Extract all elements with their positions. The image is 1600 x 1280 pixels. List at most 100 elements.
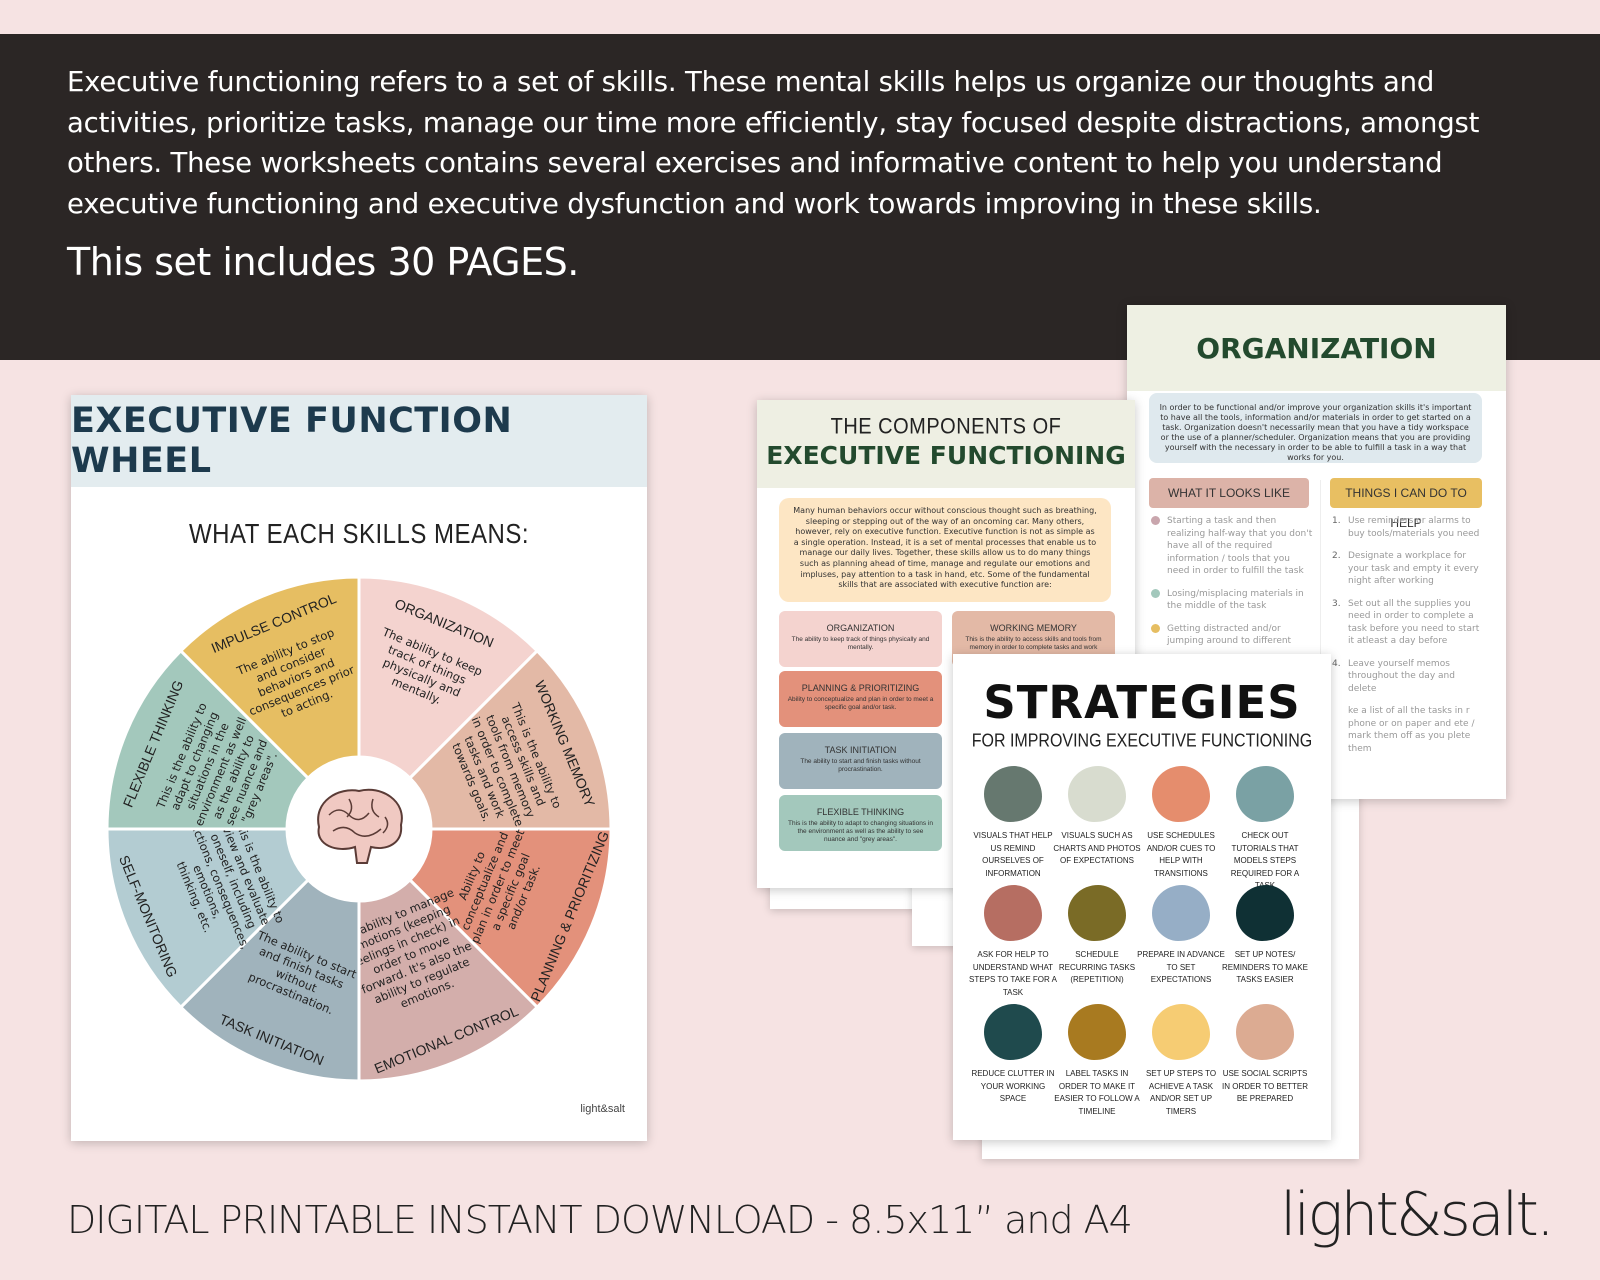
wheel-segment — [357, 577, 540, 781]
executive-function-wheel-page: EXECUTIVE FUNCTION WHEEL WHAT EACH SKILL… — [71, 395, 647, 1141]
wheel-segment — [407, 648, 611, 831]
components-intro: Many human behaviors occur without consc… — [779, 498, 1111, 602]
help-item-number: 1. — [1332, 516, 1341, 526]
help-item: ke a list of all the tasks in r phone or… — [1330, 705, 1485, 755]
bullet-dot-icon — [1151, 588, 1160, 598]
organization-title: ORGANIZATION — [1196, 331, 1437, 365]
color-blob-icon — [1152, 1004, 1210, 1060]
component-tile: PLANNING & PRIORITIZING Ability to concep… — [779, 671, 942, 727]
strategy-label: USE SCHEDULES AND/OR CUES TO HELP WITH T… — [1146, 831, 1216, 878]
color-blob-icon — [1068, 885, 1126, 941]
component-tile-heading: WORKING MEMORY — [990, 623, 1077, 633]
strategy-label: LABEL TASKS IN ORDER TO MAKE IT EASIER T… — [1054, 1069, 1140, 1116]
help-item-number: 2. — [1332, 551, 1341, 561]
looks-like-text: Losing/misplacing materials in the middl… — [1167, 588, 1304, 612]
components-header: THE COMPONENTS OF EXECUTIVE FUNCTIONING — [757, 400, 1135, 488]
page-count-text: This set includes 30 PAGES. — [67, 240, 579, 284]
color-blob-icon — [1236, 1004, 1294, 1060]
looks-like-item: Getting distracted and/or jumping around… — [1149, 623, 1315, 648]
wheel-title: EXECUTIVE FUNCTION WHEEL — [71, 401, 513, 481]
strategy-item: PREPARE IN ADVANCE TO SET EXPECTATIONS — [1136, 885, 1226, 987]
help-item-text: Use reminders or alarms to buy tools/mat… — [1348, 516, 1480, 539]
strategies-subtitle: FOR IMPROVING EXECUTIVE FUNCTIONING — [971, 731, 1313, 752]
strategy-item: USE SOCIAL SCRIPTS IN ORDER TO BETTER BE… — [1220, 1004, 1310, 1106]
looks-like-text: Starting a task and then realizing half-… — [1167, 516, 1313, 576]
strategy-label: ASK FOR HELP TO UNDERSTAND WHAT STEPS TO… — [969, 950, 1057, 997]
component-tile-description: Ability to conceptualize and plan in ord… — [787, 696, 934, 711]
things-i-can-do-header: THINGS I CAN DO TO HELP — [1330, 478, 1482, 530]
wheel-header: EXECUTIVE FUNCTION WHEEL — [71, 395, 647, 487]
organization-intro: In order to be functional and/or improve… — [1149, 393, 1482, 463]
column-divider — [1320, 480, 1321, 740]
help-item-text: Leave yourself memos throughout the day … — [1348, 658, 1455, 694]
help-item: 1. Use reminders or alarms to buy tools/m… — [1330, 515, 1485, 540]
component-tile-heading: TASK INITIATION — [824, 745, 897, 755]
components-title-main: EXECUTIVE FUNCTIONING — [766, 441, 1126, 470]
component-tile-description: The ability to start and finish tasks wi… — [800, 758, 921, 773]
color-blob-icon — [984, 766, 1042, 822]
strategy-label: CHECK OUT TUTORIALS THAT MODELS STEPS RE… — [1230, 831, 1300, 890]
color-blob-icon — [1236, 766, 1294, 822]
color-blob-icon — [1236, 885, 1294, 941]
looks-like-text: Getting distracted and/or jumping around… — [1167, 623, 1292, 647]
strategy-label: SCHEDULE RECURRING TASKS (REPETITION) — [1058, 950, 1136, 984]
strategy-item: SET UP STEPS TO ACHIEVE A TASK AND/OR SE… — [1136, 1004, 1226, 1118]
bullet-dot-icon — [1151, 516, 1160, 525]
wheel-segment — [107, 827, 311, 1010]
component-tile-heading: ORGANIZATION — [826, 623, 895, 633]
color-blob-icon — [1152, 766, 1210, 822]
strategy-item: REDUCE CLUTTER IN YOUR WORKING SPACE — [968, 1004, 1058, 1106]
wheel-segment — [107, 648, 311, 831]
help-item-number: 4. — [1332, 658, 1341, 669]
wheel-segment — [178, 577, 361, 781]
wheel-segment — [178, 877, 361, 1081]
component-tile-heading: PLANNING & PRIORITIZING — [801, 683, 920, 693]
component-tile: TASK INITIATION The ability to start and … — [779, 733, 942, 789]
footer-tagline: DIGITAL PRINTABLE INSTANT DOWNLOAD - 8.5… — [67, 1198, 1133, 1242]
wheel-logo: light&salt — [580, 1103, 625, 1115]
help-item-text: Set out all the supplies you need in ord… — [1348, 598, 1480, 647]
color-blob-icon — [1068, 1004, 1126, 1060]
color-blob-icon — [984, 885, 1042, 941]
looks-like-item: Starting a task and then realizing half-… — [1149, 515, 1315, 578]
strategy-item: VISUALS SUCH AS CHARTS AND PHOTOS OF EXP… — [1052, 766, 1142, 868]
strategy-label: VISUALS THAT HELP US REMIND OURSELVES OF… — [973, 831, 1053, 878]
strategy-label: VISUALS SUCH AS CHARTS AND PHOTOS OF EXP… — [1053, 831, 1141, 865]
strategy-item: ASK FOR HELP TO UNDERSTAND WHAT STEPS TO… — [968, 885, 1058, 999]
help-item-text: ke a list of all the tasks in r phone or… — [1348, 706, 1475, 754]
wheel-subtitle: WHAT EACH SKILLS MEANS: — [188, 518, 530, 550]
strategy-label: PREPARE IN ADVANCE TO SET EXPECTATIONS — [1137, 950, 1225, 984]
help-item: 2. Designate a workplace for your task an… — [1330, 550, 1485, 588]
component-tile-heading: FLEXIBLE THINKING — [816, 807, 905, 817]
strategy-item: VISUALS THAT HELP US REMIND OURSELVES OF… — [968, 766, 1058, 880]
component-tile-description: The ability to keep track of things phys… — [791, 636, 930, 651]
wheel-segment — [407, 827, 611, 1010]
strategy-item: SCHEDULE RECURRING TASKS (REPETITION) — [1052, 885, 1142, 987]
organization-header: ORGANIZATION — [1127, 305, 1506, 391]
wheel-segment — [357, 877, 540, 1081]
bullet-dot-icon — [1151, 623, 1160, 633]
strategies-title: STRATEGIES — [983, 676, 1301, 729]
strategy-item: SET UP NOTES/ REMINDERS TO MAKE TASKS EA… — [1220, 885, 1310, 987]
components-title-top: THE COMPONENTS OF — [830, 414, 1062, 440]
color-blob-icon — [1152, 885, 1210, 941]
strategy-item: LABEL TASKS IN ORDER TO MAKE IT EASIER T… — [1052, 1004, 1142, 1118]
strategy-item: USE SCHEDULES AND/OR CUES TO HELP WITH T… — [1136, 766, 1226, 880]
components-page: THE COMPONENTS OF EXECUTIVE FUNCTIONING … — [757, 400, 1135, 888]
strategy-item: CHECK OUT TUTORIALS THAT MODELS STEPS RE… — [1220, 766, 1310, 893]
what-it-looks-like-header: WHAT IT LOOKS LIKE — [1149, 478, 1309, 508]
help-list: 1. Use reminders or alarms to buy tools/m… — [1330, 515, 1485, 765]
looks-like-list: Starting a task and then realizing half-… — [1149, 515, 1315, 658]
component-tile: ORGANIZATION The ability to keep track of… — [779, 611, 942, 667]
looks-like-item: Losing/misplacing materials in the middl… — [1149, 588, 1315, 613]
color-blob-icon — [1068, 766, 1126, 822]
help-item: 3.Set out all the supplies you need in o… — [1330, 598, 1485, 648]
component-tile-description: This is the ability to access skills and… — [965, 636, 1102, 651]
help-item: 4. Leave yourself memos throughout the da… — [1330, 658, 1485, 696]
brand-logo: light&salt. — [1280, 1180, 1555, 1250]
help-item-text: Designate a workplace for your task and … — [1348, 551, 1479, 586]
strategies-page: STRATEGIES FOR IMPROVING EXECUTIVE FUNCT… — [953, 654, 1331, 1140]
intro-text: Executive functioning refers to a set of… — [67, 66, 1480, 220]
